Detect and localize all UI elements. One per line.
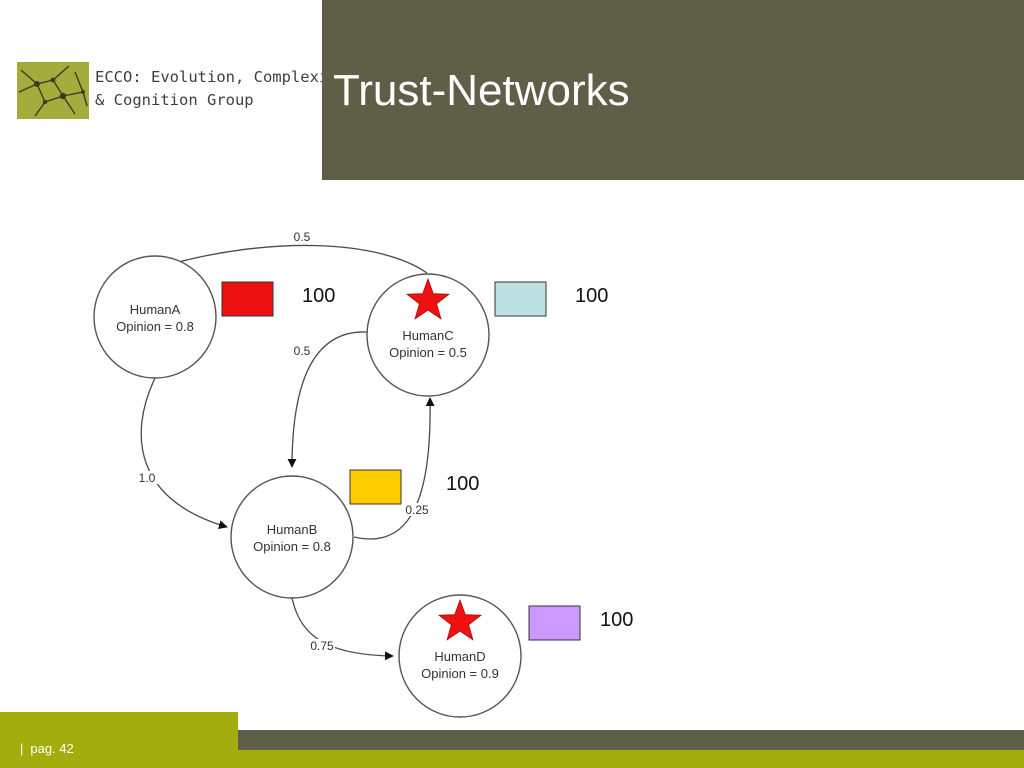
edge-c-to-b: 0.5	[287, 331, 368, 468]
edge-c-to-a: 0.5	[159, 230, 428, 274]
page-label: pag. 42	[30, 741, 74, 756]
wallet-a: 100	[221, 281, 335, 317]
wallet-color-box	[221, 281, 274, 317]
node-humana[interactable]: HumanA Opinion = 0.8	[93, 255, 217, 379]
node-name: HumanA	[130, 302, 181, 317]
header-logo-area: ECCO: Evolution, Complexity & Cognition …	[0, 0, 347, 180]
star-icon	[405, 277, 451, 320]
edge-arrow	[159, 244, 428, 274]
wallet-c: 100	[494, 281, 608, 317]
page-separator: |	[20, 741, 24, 756]
ecco-logo-text: ECCO: Evolution, Complexity & Cognition …	[95, 66, 347, 112]
edge-b-to-d: 0.75	[291, 597, 394, 661]
page-number: | pag. 42	[20, 741, 81, 756]
node-circle	[398, 594, 522, 718]
edge-arrow	[291, 597, 394, 661]
edge-b-to-c: 0.25	[353, 397, 435, 540]
wallet-b: 100	[349, 469, 479, 505]
node-name: HumanB	[267, 522, 318, 537]
node-circle	[366, 273, 490, 397]
slide-title: Trust-Networks	[333, 66, 630, 115]
node-opinion: Opinion = 0.5	[389, 345, 467, 360]
edge-label-background	[404, 503, 430, 516]
wallet-color-box	[528, 605, 581, 641]
node-opinion: Opinion = 0.9	[421, 666, 499, 681]
edge-arrow	[287, 331, 368, 468]
edge-weight-label: 0.25	[405, 503, 429, 517]
footer-left-block	[0, 712, 238, 768]
wallet-d: 100	[528, 605, 633, 641]
edge-weight-label: 0.75	[310, 639, 334, 653]
node-humand[interactable]: HumanD Opinion = 0.9	[398, 594, 522, 718]
edge-weight-label: 1.0	[139, 471, 156, 485]
node-opinion: Opinion = 0.8	[116, 319, 194, 334]
logo-line-2: & Cognition Group	[95, 91, 254, 109]
footer-light-strip	[238, 750, 1024, 768]
node-opinion: Opinion = 0.8	[253, 539, 331, 554]
edge-arrow	[140, 377, 228, 530]
node-circle	[230, 475, 354, 599]
wallet-value: 100	[446, 473, 479, 495]
edge-weight-label: 0.5	[294, 230, 311, 244]
node-circle	[93, 255, 217, 379]
logo-line-1: ECCO: Evolution, Complexity	[95, 68, 347, 86]
wallet-color-box	[494, 281, 547, 317]
node-humanb[interactable]: HumanB Opinion = 0.8	[230, 475, 354, 599]
node-name: HumanC	[402, 328, 453, 343]
edge-label-background	[289, 230, 315, 243]
node-humanc[interactable]: HumanC Opinion = 0.5	[366, 273, 490, 397]
footer-dark-band	[238, 730, 1024, 750]
ecco-logo-image	[17, 62, 89, 119]
wallet-value: 100	[575, 285, 608, 307]
star-icon	[437, 598, 483, 641]
node-name: HumanD	[434, 649, 485, 664]
edge-arrow	[353, 397, 435, 540]
edge-a-to-b: 1.0	[134, 377, 228, 530]
edge-weight-label: 0.5	[294, 344, 311, 358]
edge-label-background	[309, 639, 335, 652]
edge-label-background	[134, 471, 160, 484]
edge-label-background	[289, 344, 315, 357]
wallet-value: 100	[600, 609, 633, 631]
header-title-bar	[322, 0, 1024, 180]
wallet-color-box	[349, 469, 402, 505]
wallet-value: 100	[302, 285, 335, 307]
